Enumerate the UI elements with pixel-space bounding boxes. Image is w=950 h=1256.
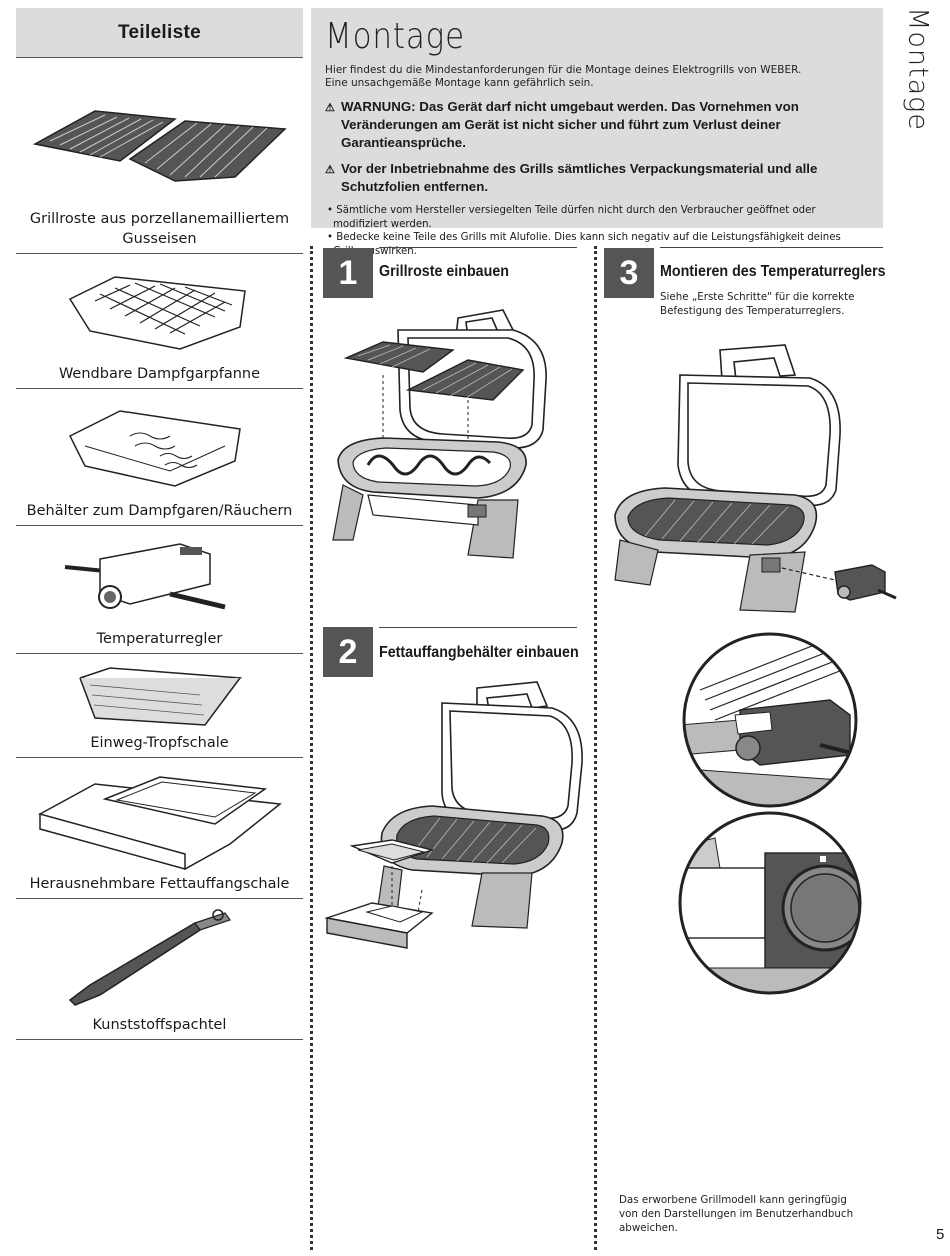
montage-intro-box: Montage Hier findest du die Mindestanfor… [311,8,883,257]
step-description: Siehe „Erste Schritte" für die korrekte … [660,291,855,317]
grill-grates-icon [32,110,287,182]
column-separator [594,246,597,1250]
spatula-icon [68,909,231,1006]
warning-packaging: ⚠ Vor der Inbetriebnahme des Grills sämt… [325,160,869,196]
part-spatula: Kunststoffspachtel [16,899,303,1040]
part-steam-smoke-tray: Behälter zum Dampfgaren/Räuchern [16,389,303,526]
controller-detail-zoom-1 [682,632,858,808]
steam-pan-icon [68,276,246,350]
step-number: 3 [604,248,654,298]
steam-smoke-tray-icon [68,410,241,487]
page-title: Montage [325,16,466,57]
step-rule [379,627,577,628]
column-separator [310,246,313,1250]
step-number: 2 [323,627,373,677]
note-item: • Bedecke keine Teile des Grills mit Alu… [327,232,841,257]
part-label: Kunststoffspachtel [92,1017,227,1033]
part-label: Behälter zum Dampfgaren/Räuchern [26,503,293,519]
step-title: Montieren des Temperaturreglers [660,263,886,280]
controller-detail-zoom-2 [678,811,862,995]
step-number: 1 [323,248,373,298]
step1-illustration [332,309,547,559]
step3-illustration [614,344,897,613]
part-label: Einweg-Tropfschale [90,735,229,751]
warning-icon: ⚠ [325,102,335,114]
page-number: 5 [936,1226,945,1243]
part-label: Temperaturregler [96,631,223,647]
temperature-controller-icon [64,543,226,610]
part-steam-pan: Wendbare Dampfgarpfanne [16,254,303,389]
part-label: Herausnehmbare Fettauffangschale [29,876,290,892]
parts-list-heading: Teileliste [16,8,303,58]
intro-line: Eine unsachgemäße Montage kann gefährlic… [325,77,594,89]
notes-list: • Sämtliche vom Hersteller versiegelten … [325,204,869,258]
step2-illustration [324,681,583,949]
step-rule [660,247,883,248]
warning-text: WARNUNG: Das Gerät darf nicht umgebaut w… [341,99,799,150]
part-grill-grates: Grillroste aus porzellanemailliertem Gus… [16,58,303,254]
side-section-title: Montage [893,4,943,134]
part-drip-pan: Einweg-Tropfschale [16,654,303,758]
footnote: Das erworbene Grillmodell kann geringfüg… [619,1194,854,1234]
step-title: Fettauffangbehälter einbauen [379,644,579,661]
part-temperature-controller: Temperaturregler [16,526,303,654]
step-rule [379,247,577,248]
parts-list: Teileliste Grillroste aus porzellanemail… [16,8,303,1040]
intro-line: Hier findest du die Mindestanforderungen… [325,64,802,76]
part-label: Wendbare Dampfgarpfanne [58,366,261,382]
part-label: Grillroste aus porzellanemailliertem Gus… [29,211,290,247]
warning-icon: ⚠ [325,164,335,176]
intro-text: Hier findest du die Mindestanforderungen… [325,64,869,90]
warning-modification: ⚠ WARNUNG: Das Gerät darf nicht umgebaut… [325,98,869,152]
grease-tray-icon [37,776,282,870]
part-grease-tray: Herausnehmbare Fettauffangschale [16,758,303,899]
warning-text: Vor der Inbetriebnahme des Grills sämtli… [341,161,818,194]
drip-pan-icon [78,667,242,726]
step-title: Grillroste einbauen [379,263,509,280]
side-title-text: Montage [902,7,934,131]
note-item: • Sämtliche vom Hersteller versiegelten … [327,205,816,230]
